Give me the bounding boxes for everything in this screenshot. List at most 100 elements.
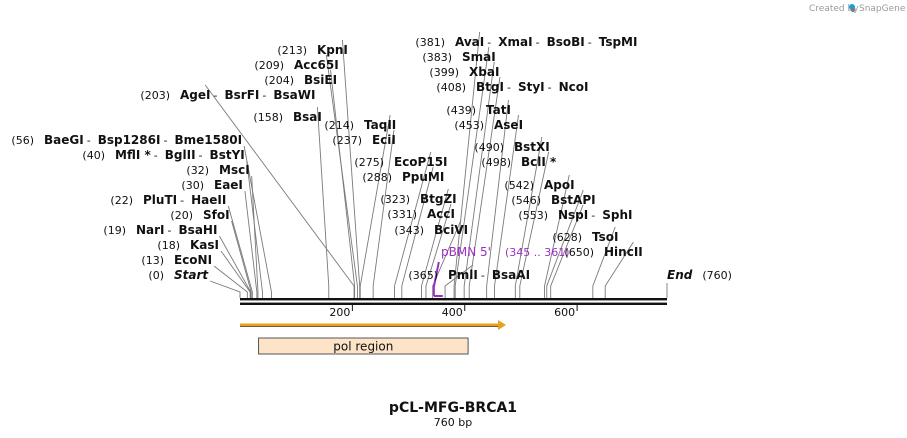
site-connector — [213, 265, 248, 298]
enzyme-name: ApoI — [544, 178, 575, 192]
site-econi[interactable]: (13)EcoNI — [141, 253, 212, 267]
site-connector — [519, 151, 550, 298]
enzyme-name: BsoBI — [547, 35, 585, 49]
enzyme-name: BsaHI — [179, 223, 218, 237]
map-title: pCL-MFG-BRCA1 — [389, 400, 517, 416]
site-kpni[interactable]: (213)KpnI — [277, 43, 348, 57]
site-bstxi[interactable]: (490) BstXI — [474, 140, 549, 154]
name-separator: - — [507, 81, 511, 94]
site-baegi[interactable]: (56)BaeGI-Bsp1286I-Bme1580I — [11, 133, 242, 147]
site-mfli-[interactable]: (40)MflI *-BglII-BstYI — [82, 148, 244, 162]
site-position: (288) — [362, 171, 392, 184]
site-connector — [316, 106, 330, 298]
primer-pbmn[interactable]: pBMN 5' (345 .. 361) — [432, 245, 570, 297]
enzyme-name: HaeII — [191, 193, 226, 207]
site-kasi[interactable]: (18) KasI — [157, 238, 219, 252]
enzyme-name: MscI — [219, 163, 250, 177]
site-asei[interactable]: (453)AseI — [454, 118, 523, 132]
enzyme-name: EcoP15I — [394, 155, 448, 169]
name-separator: - — [548, 81, 552, 94]
site-smai[interactable]: (383)SmaI — [422, 50, 495, 64]
site-connector — [546, 189, 584, 298]
site-pmli[interactable]: (365) PmlI-BsaAI — [408, 268, 530, 282]
backbone-bottom — [240, 302, 667, 305]
site-position: (490) — [474, 141, 504, 154]
site-bcli-[interactable]: (498)BclI * — [481, 155, 557, 169]
name-separator: - — [154, 149, 158, 162]
primer-name: pBMN 5' — [441, 245, 491, 259]
site-tati[interactable]: (439)TatI — [446, 103, 511, 117]
enzyme-name: NarI — [136, 223, 165, 237]
site-end[interactable]: (760)End — [667, 268, 732, 282]
site-nspi[interactable]: (553)NspI-SphI — [518, 208, 632, 222]
enzyme-name: NspI — [558, 208, 588, 222]
site-start[interactable]: (0) Start — [148, 268, 209, 282]
site-connector — [494, 114, 519, 298]
site-tsoi[interactable]: (628)TsoI — [552, 230, 618, 244]
enzyme-name: XmaI — [498, 35, 532, 49]
site-position: (214) — [324, 119, 354, 132]
site-avai[interactable]: (381)AvaI-XmaI-BsoBI-TspMI — [415, 35, 637, 49]
enzyme-name: BstXI — [514, 140, 550, 154]
enzyme-name: EciI — [372, 133, 396, 147]
site-pluti[interactable]: (22)PluTI-HaeII — [110, 193, 226, 207]
site-connector — [325, 54, 358, 298]
site-position: (30) — [181, 179, 204, 192]
enzyme-name: BsaAI — [492, 268, 530, 282]
enzyme-name: PmlI — [448, 268, 478, 282]
site-connector — [463, 61, 495, 298]
site-sfoi[interactable]: (20)SfoI — [170, 208, 229, 222]
site-taqii[interactable]: (214)TaqII — [324, 118, 396, 132]
site-connector — [453, 31, 481, 298]
site-position: (365) — [408, 269, 438, 282]
site-ecii[interactable]: (237)EciI — [332, 133, 395, 147]
site-eaei[interactable]: (30)EaeI — [181, 178, 243, 192]
site-bsiei[interactable]: (204)BsiEI — [264, 73, 337, 87]
site-nari[interactable]: (19)NarI-BsaHI — [103, 223, 217, 237]
site-position: (760) — [702, 269, 732, 282]
site-connector — [359, 114, 391, 298]
name-separator: - — [163, 134, 167, 147]
enzyme-name: BclI * — [521, 155, 557, 169]
site-msci[interactable]: (32)MscI — [186, 163, 249, 177]
pol-region-feature[interactable] — [258, 337, 469, 355]
site-connector — [251, 175, 259, 298]
enzyme-name: BsaWI — [273, 88, 315, 102]
site-bstapi[interactable]: (546)BstAPI — [511, 193, 595, 207]
site-hincii[interactable]: (650)HincII — [564, 245, 642, 259]
site-position: (20) — [170, 209, 193, 222]
site-btgzi[interactable]: (323)BtgZI — [380, 192, 456, 206]
site-connector — [425, 203, 452, 298]
brand-text: SnapGene — [859, 4, 906, 14]
enzyme-name: Start — [174, 268, 209, 282]
site-position: (399) — [429, 66, 459, 79]
site-agei[interactable]: (203)AgeI-BsrFI-BsaWI — [140, 88, 315, 102]
site-connector — [219, 235, 252, 298]
site-position: (0) — [148, 269, 164, 282]
site-ppumi[interactable]: (288)PpuMI — [362, 170, 444, 184]
site-connector — [444, 264, 474, 298]
enzyme-name: EcoNI — [174, 253, 212, 267]
site-connector — [544, 174, 570, 298]
site-position: (18) — [157, 239, 180, 252]
enzyme-name: KasI — [190, 238, 219, 252]
site-lines — [204, 31, 668, 298]
site-acc65i[interactable]: (209)Acc65I — [254, 58, 338, 72]
site-acci[interactable]: (331)AccI — [387, 207, 455, 221]
site-ecop15i[interactable]: (275)EcoP15I — [354, 155, 447, 169]
site-bsai[interactable]: (158)BsaI — [253, 110, 321, 124]
site-xbai[interactable]: (399)XbaI — [429, 65, 499, 79]
enzyme-name: BtgI — [476, 80, 504, 94]
site-btgi[interactable]: (408)BtgI-StyI-NcoI — [436, 80, 588, 94]
site-connector — [246, 160, 263, 298]
name-separator: - — [481, 269, 485, 282]
enzyme-name: TatI — [486, 103, 511, 117]
site-connector — [204, 84, 355, 298]
site-connector — [342, 39, 361, 298]
site-bcivi[interactable]: (343)BciVI — [394, 223, 468, 237]
site-apoi[interactable]: (542)ApoI — [504, 178, 574, 192]
site-connector — [514, 136, 543, 298]
